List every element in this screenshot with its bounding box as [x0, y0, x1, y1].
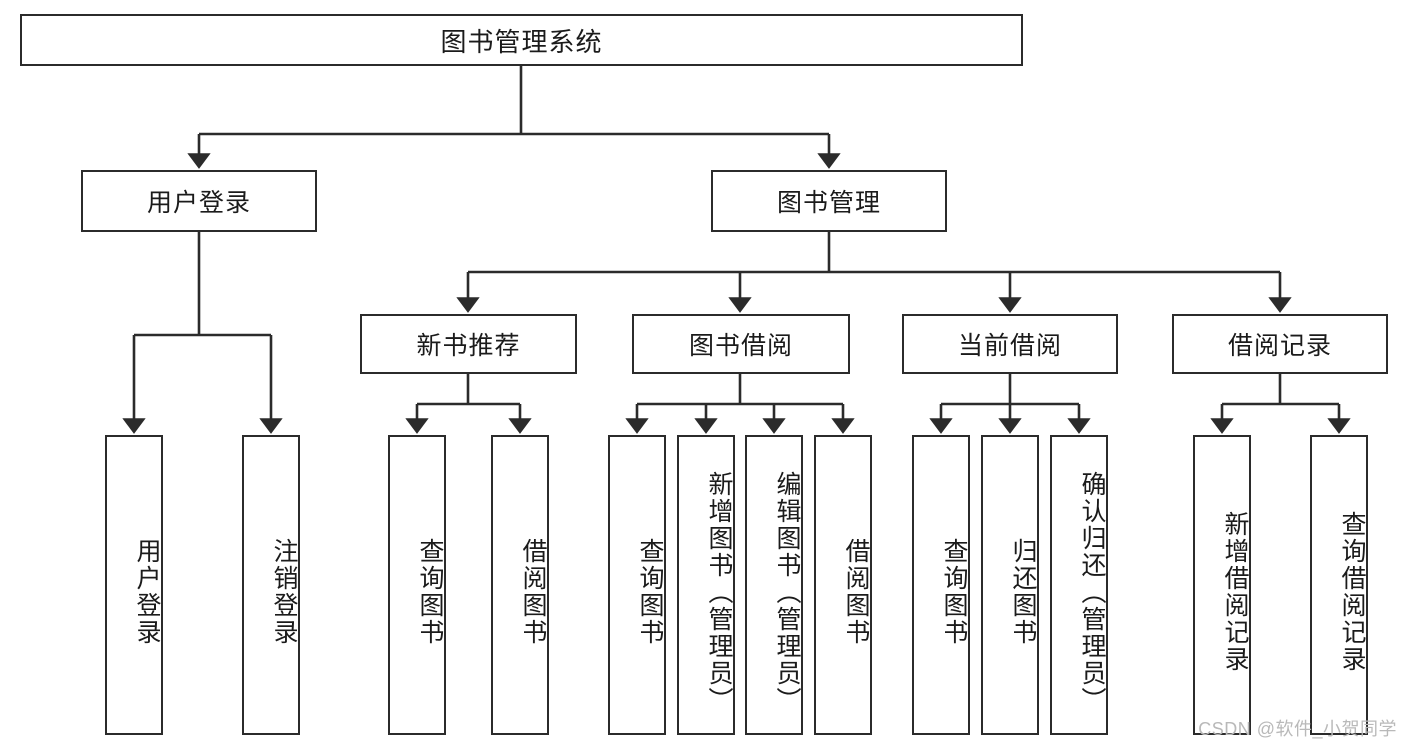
- node-current-borrow[interactable]: 当前借阅: [902, 314, 1118, 374]
- leaf-query-book-borrow[interactable]: 查询图书: [608, 435, 666, 735]
- leaf-borrow-book[interactable]: 借阅图书: [814, 435, 872, 735]
- node-label: 查询图书: [636, 538, 664, 646]
- node-label: 查询图书: [416, 538, 444, 646]
- node-label: 确认归还（管理员）: [1078, 470, 1106, 714]
- leaf-query-borrow-record[interactable]: 查询借阅记录: [1310, 435, 1368, 735]
- csdn-watermark: CSDN @软件_小贺同学: [1198, 719, 1397, 739]
- node-book-borrow[interactable]: 图书借阅: [632, 314, 850, 374]
- node-label: 图书管理: [776, 189, 881, 217]
- node-label: 借阅记录: [1227, 332, 1332, 360]
- node-book-management[interactable]: 图书管理: [711, 170, 947, 232]
- node-user-login[interactable]: 用户登录: [81, 170, 317, 232]
- leaf-query-book-recommend[interactable]: 查询图书: [388, 435, 446, 735]
- node-label: 当前借阅: [957, 332, 1062, 360]
- leaf-return-book[interactable]: 归还图书: [981, 435, 1039, 735]
- node-label: 借阅图书: [842, 538, 870, 646]
- leaf-borrow-book-recommend[interactable]: 借阅图书: [491, 435, 549, 735]
- leaf-confirm-return-admin[interactable]: 确认归还（管理员）: [1050, 435, 1108, 735]
- node-label: 注销登录: [270, 538, 298, 646]
- node-label: 用户登录: [133, 538, 161, 646]
- node-label: 新增借阅记录: [1221, 511, 1249, 673]
- node-label: 新书推荐: [416, 332, 521, 360]
- node-label: 用户登录: [146, 189, 251, 217]
- leaf-add-borrow-record[interactable]: 新增借阅记录: [1193, 435, 1251, 735]
- node-label: 图书借阅: [688, 332, 793, 360]
- node-label: 编辑图书（管理员）: [773, 470, 801, 714]
- node-label: 借阅图书: [519, 538, 547, 646]
- node-label: 查询借阅记录: [1338, 511, 1366, 673]
- node-label: 新增图书（管理员）: [705, 470, 733, 714]
- leaf-query-book-current[interactable]: 查询图书: [912, 435, 970, 735]
- node-label: 图书管理系统: [440, 26, 603, 57]
- node-label: 归还图书: [1009, 538, 1037, 646]
- node-root-book-management-system[interactable]: 图书管理系统: [20, 14, 1023, 66]
- leaf-edit-book-admin[interactable]: 编辑图书（管理员）: [745, 435, 803, 735]
- node-borrow-record[interactable]: 借阅记录: [1172, 314, 1388, 374]
- node-new-book-recommend[interactable]: 新书推荐: [360, 314, 577, 374]
- node-label: 查询图书: [940, 538, 968, 646]
- leaf-add-book-admin[interactable]: 新增图书（管理员）: [677, 435, 735, 735]
- leaf-user-login[interactable]: 用户登录: [105, 435, 163, 735]
- leaf-logout[interactable]: 注销登录: [242, 435, 300, 735]
